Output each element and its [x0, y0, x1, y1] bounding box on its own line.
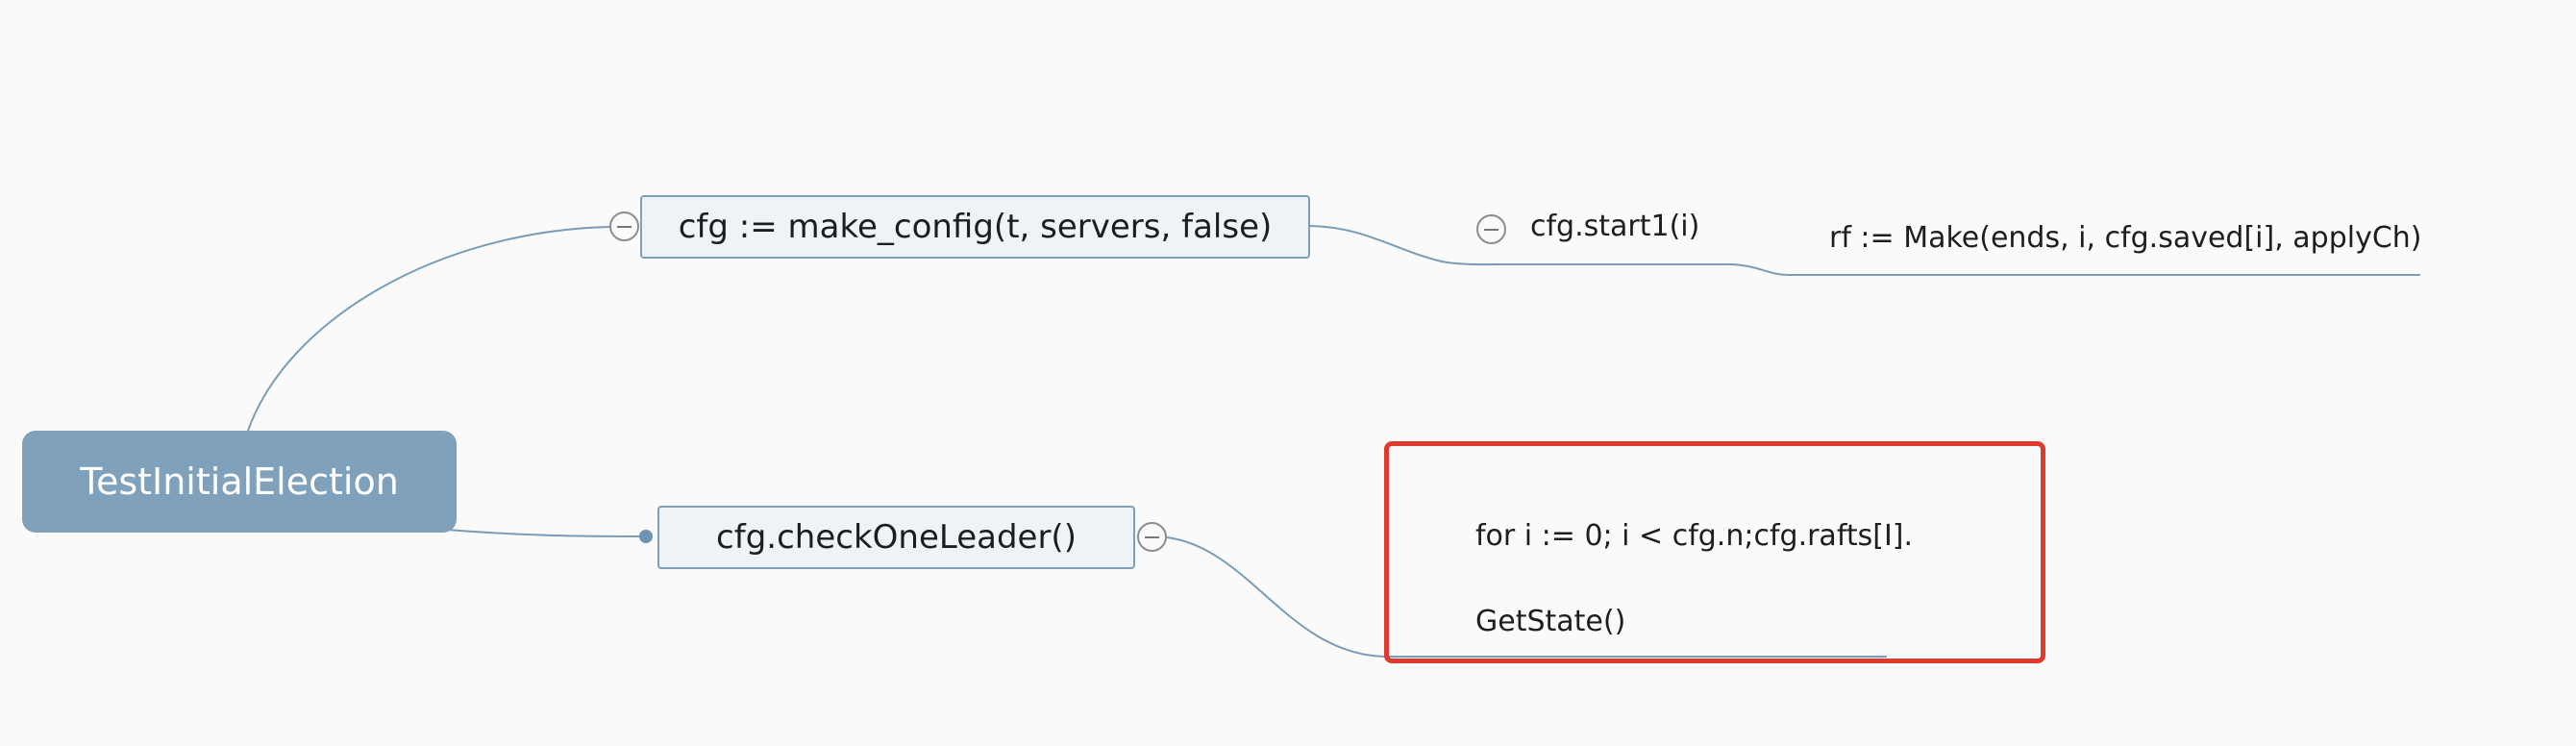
topic-label: for i := 0; i < cfg.n;cfg.rafts[I].	[1475, 519, 1914, 553]
topic-label: cfg.start1(i)	[1530, 210, 1700, 243]
connector-root-to-config	[247, 226, 610, 432]
connector-config-to-start	[1309, 225, 1500, 266]
branch-node-label: cfg := make_config(t, servers, false)	[678, 208, 1273, 246]
connector-root-to-check	[446, 529, 640, 537]
topic-start1[interactable]: cfg.start1(i)	[1530, 210, 1699, 243]
collapse-icon[interactable]	[609, 211, 639, 241]
connector-dot-icon	[639, 530, 653, 543]
topic-label: GetState()	[1475, 605, 1626, 638]
topic-getstate-line[interactable]: GetState()	[1475, 605, 1625, 638]
connector-start-underline	[1471, 263, 2420, 276]
connector-check-to-text	[1166, 536, 1887, 658]
collapse-icon[interactable]	[1476, 214, 1506, 244]
highlight-annotation-box	[1384, 441, 2045, 663]
root-node-label: TestInitialElection	[80, 460, 399, 503]
branch-node-label: cfg.checkOneLeader()	[716, 518, 1077, 557]
collapse-icon[interactable]	[1137, 522, 1167, 552]
topic-for-loop-line[interactable]: for i := 0; i < cfg.n;cfg.rafts[I].	[1475, 519, 1913, 553]
root-node[interactable]: TestInitialElection	[22, 431, 457, 533]
branch-node-check-one-leader[interactable]: cfg.checkOneLeader()	[657, 506, 1135, 569]
topic-rf-make[interactable]: rf := Make(ends, i, cfg.saved[i], applyC…	[1829, 221, 2422, 255]
branch-node-make-config[interactable]: cfg := make_config(t, servers, false)	[640, 195, 1310, 259]
topic-label: rf := Make(ends, i, cfg.saved[i], applyC…	[1829, 221, 2422, 255]
